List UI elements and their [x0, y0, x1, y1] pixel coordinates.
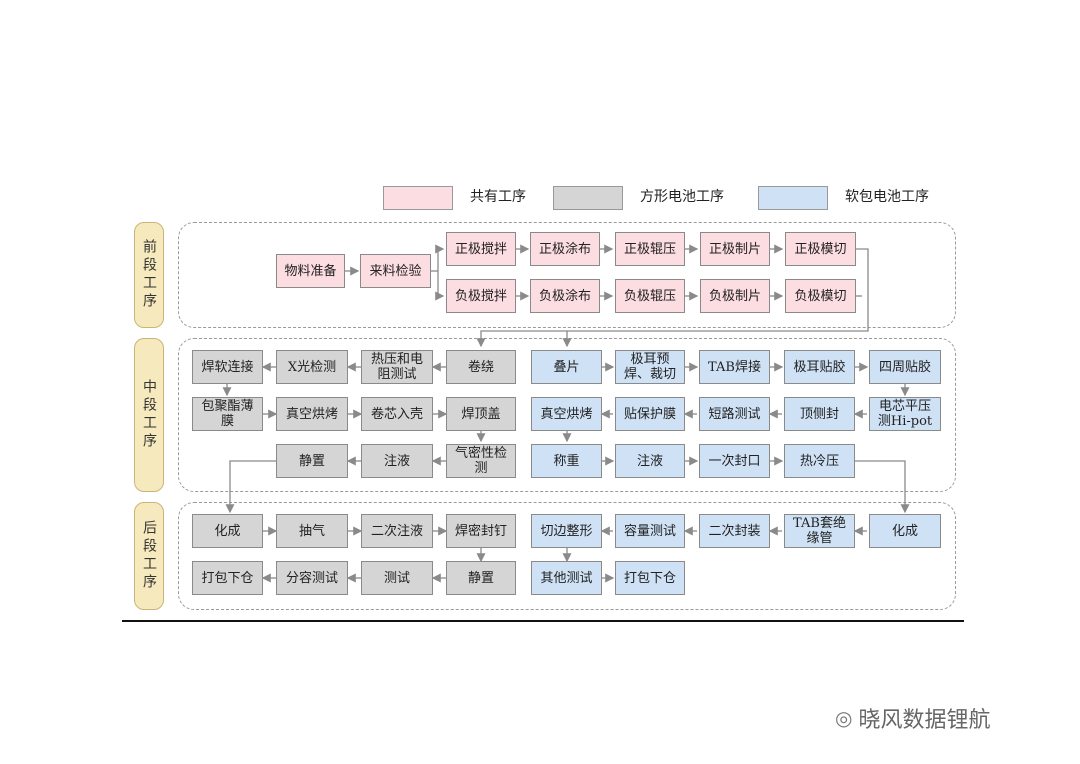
- legend-label-common: 共有工序: [470, 189, 526, 205]
- step-tab-weld: TAB焊接: [699, 350, 770, 384]
- step-neg-cut: 负极制片: [700, 279, 770, 313]
- step-hotpress-resist: 热压和电阻测试: [361, 350, 433, 384]
- stage-label-front: 前段工序: [134, 222, 164, 328]
- step-fill-square: 注液: [361, 444, 433, 478]
- wechat-icon: ◎: [835, 706, 853, 730]
- legend-swatch-common: [383, 186, 453, 210]
- watermark: ◎ 晓风数据锂航: [835, 702, 990, 734]
- bottom-rule: [122, 620, 964, 622]
- step-grading: 分容测试: [276, 561, 348, 595]
- step-test: 测试: [361, 561, 433, 595]
- step-soft-weld: 焊软连接: [192, 350, 263, 384]
- step-pos-roll: 正极辊压: [615, 232, 685, 266]
- step-hipot: 电芯平压测Hi-pot: [869, 397, 941, 431]
- step-pack-pouch: 打包下仓: [615, 561, 685, 595]
- step-air-tight: 气密性检测: [446, 444, 516, 478]
- step-stack: 叠片: [531, 350, 602, 384]
- step-first-seal: 一次封口: [699, 444, 770, 478]
- step-pos-mix: 正极搅拌: [446, 232, 516, 266]
- step-degas: 抽气: [276, 514, 348, 548]
- step-trim: 切边整形: [531, 514, 602, 548]
- step-capacity-test: 容量测试: [615, 514, 685, 548]
- step-neg-die: 负极模切: [785, 279, 856, 313]
- step-neg-mix: 负极搅拌: [446, 279, 516, 313]
- step-seal-nail: 焊密封钉: [446, 514, 516, 548]
- step-second-seal: 二次封装: [699, 514, 770, 548]
- stage-label-back: 后段工序: [134, 502, 164, 610]
- stage-label-middle: 中段工序: [134, 338, 164, 492]
- legend-swatch-pouch: [758, 186, 828, 210]
- step-other-test: 其他测试: [531, 561, 602, 595]
- step-rest-back: 静置: [446, 561, 516, 595]
- step-incoming-inspection: 来料检验: [360, 254, 431, 288]
- step-tab-preweld: 极耳预焊、裁切: [615, 350, 685, 384]
- stage-front-area: [178, 222, 956, 328]
- step-xray: X光检测: [276, 350, 348, 384]
- step-pos-coat: 正极涂布: [530, 232, 600, 266]
- step-vacuum-bake-square: 真空烘烤: [276, 397, 348, 431]
- step-short-test: 短路测试: [699, 397, 770, 431]
- step-pos-die: 正极模切: [785, 232, 856, 266]
- step-weld-cap: 焊顶盖: [446, 397, 516, 431]
- step-formation-pouch: 化成: [869, 514, 941, 548]
- step-pack-square: 打包下仓: [192, 561, 263, 595]
- step-tab-sleeve: TAB套绝缘管: [784, 514, 855, 548]
- step-top-side-seal: 顶侧封: [784, 397, 855, 431]
- step-material-prep: 物料准备: [276, 254, 345, 288]
- stage-back-area: [178, 502, 956, 610]
- watermark-text: 晓风数据锂航: [858, 708, 991, 733]
- step-rest-middle: 静置: [276, 444, 348, 478]
- step-second-fill: 二次注液: [361, 514, 433, 548]
- step-core-into-case: 卷芯入壳: [361, 397, 433, 431]
- legend-label-pouch: 软包电池工序: [845, 189, 929, 205]
- step-formation-square: 化成: [192, 514, 263, 548]
- step-pos-cut: 正极制片: [700, 232, 770, 266]
- step-neg-coat: 负极涂布: [530, 279, 600, 313]
- step-fill-pouch: 注液: [615, 444, 685, 478]
- step-wrap-film: 包聚酯薄膜: [192, 397, 263, 431]
- step-tab-tape: 极耳贴胶: [784, 350, 855, 384]
- step-neg-roll: 负极辊压: [615, 279, 685, 313]
- step-vacuum-bake-pouch: 真空烘烤: [531, 397, 602, 431]
- step-weigh: 称重: [531, 444, 602, 478]
- legend-label-square: 方形电池工序: [640, 189, 724, 205]
- step-protect-film: 贴保护膜: [615, 397, 685, 431]
- step-side-tape: 四周贴胶: [869, 350, 941, 384]
- step-winding: 卷绕: [446, 350, 516, 384]
- legend-swatch-square: [553, 186, 623, 210]
- step-hot-cold-press: 热冷压: [784, 444, 855, 478]
